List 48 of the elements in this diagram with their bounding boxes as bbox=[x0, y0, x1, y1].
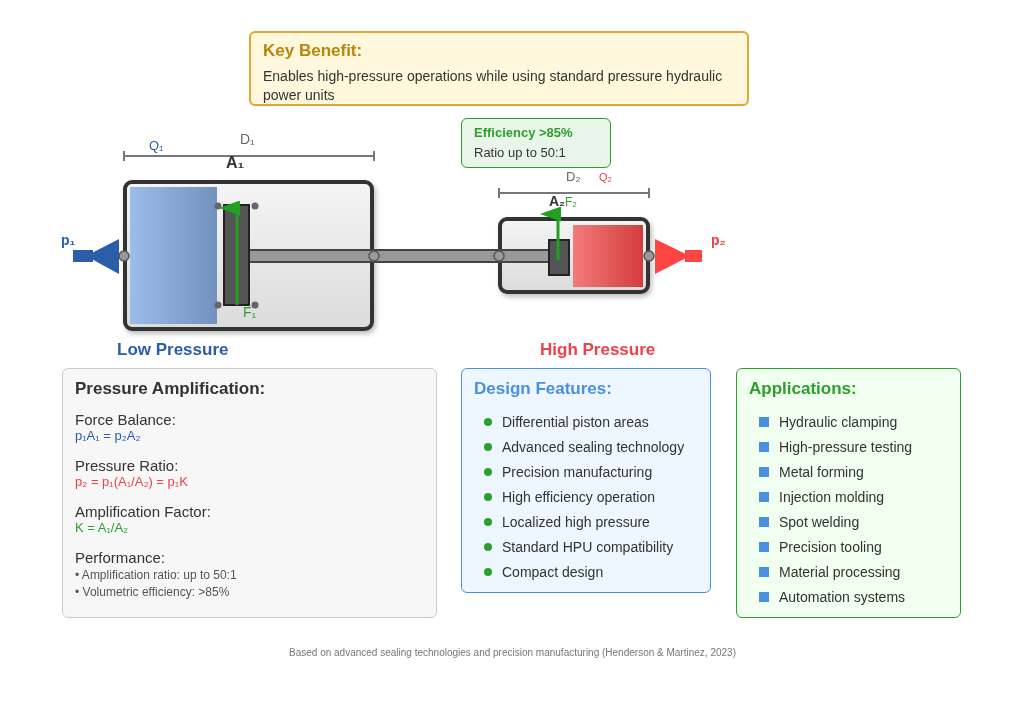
info-panel bbox=[62, 368, 437, 618]
pressure-label: p₁ bbox=[61, 232, 76, 248]
panel-heading: Key Benefit: bbox=[263, 41, 363, 61]
force-label: F₁ bbox=[243, 304, 257, 320]
force-label: F₂ bbox=[565, 195, 577, 209]
list-item: Precision manufacturing bbox=[502, 463, 653, 480]
panel-heading: Pressure Amplification: bbox=[75, 379, 266, 399]
panel-heading: Design Features: bbox=[474, 379, 613, 399]
formula: p₁A₁ = p₂A₂ bbox=[75, 428, 141, 443]
list-item: Standard HPU compatibility bbox=[502, 538, 674, 555]
list-item: Material processing bbox=[779, 563, 901, 580]
list-item: High efficiency operation bbox=[502, 488, 656, 505]
formula-label: Amplification Factor: bbox=[75, 503, 211, 520]
note-text: • Volumetric efficiency: >85% bbox=[75, 585, 230, 599]
list-item: Localized high pressure bbox=[502, 513, 650, 530]
info-panel bbox=[249, 31, 749, 106]
formula-label: Performance: bbox=[75, 549, 166, 566]
pressure-zone-label: High Pressure bbox=[540, 340, 656, 360]
list-item: Metal forming bbox=[779, 463, 864, 480]
list-item: Differential piston areas bbox=[502, 413, 649, 430]
pressure-label: p₂ bbox=[711, 232, 726, 248]
panel-heading: Applications: bbox=[749, 379, 858, 399]
list-item: Advanced sealing technology bbox=[502, 438, 685, 455]
info-panel bbox=[461, 368, 711, 593]
list-item: Spot welding bbox=[779, 513, 860, 530]
area-label: A₁ bbox=[226, 154, 245, 172]
info-callout bbox=[461, 118, 611, 168]
efficiency-heading: Efficiency >85% bbox=[474, 125, 573, 140]
dimension-label: D₂ bbox=[566, 169, 581, 184]
list-item: Precision tooling bbox=[779, 538, 882, 555]
formula: K = A₁/A₂ bbox=[75, 520, 129, 535]
list-item: Automation systems bbox=[779, 588, 906, 605]
list-item: Hydraulic clamping bbox=[779, 413, 898, 430]
panel-text: Enables high-pressure operations while using standard pressure hydraulic power units bbox=[263, 67, 724, 105]
pressure-zone-label: Low Pressure bbox=[117, 340, 229, 360]
caption: Based on advanced sealing technologies and precision manufacturing (Henderson & Martinez, 2023) bbox=[288, 647, 737, 658]
list-item: High-pressure testing bbox=[779, 438, 913, 455]
list-item: Injection molding bbox=[779, 488, 885, 505]
formula: p₂ = p₁(A₁/A₂) = p₁K bbox=[75, 474, 188, 489]
formula-label: Pressure Ratio: bbox=[75, 457, 179, 474]
note-text: • Amplification ratio: up to 50:1 bbox=[75, 568, 237, 582]
panel-text: Ratio up to 50:1 bbox=[474, 145, 566, 160]
flow-label: Q₁ bbox=[149, 138, 164, 153]
dimension-label: D₁ bbox=[240, 131, 255, 147]
list-item: Compact design bbox=[502, 563, 604, 580]
formula-label: Force Balance: bbox=[75, 411, 176, 428]
area-label: A₂ bbox=[549, 193, 566, 209]
info-panel bbox=[736, 368, 961, 618]
